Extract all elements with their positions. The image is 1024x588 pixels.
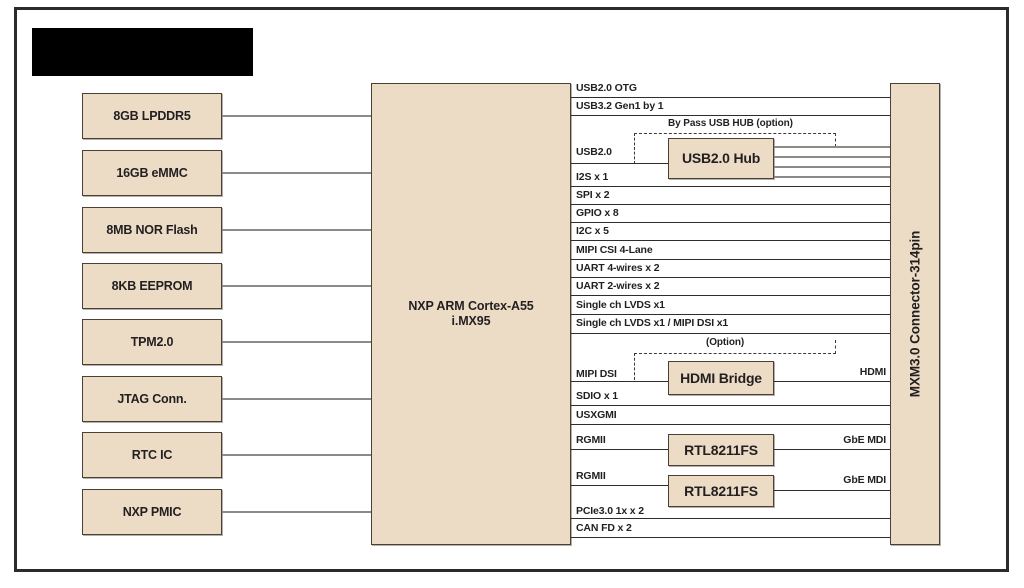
block-8gb-lpddr5[interactable]: 8GB LPDDR5: [82, 93, 222, 139]
block-label: TPM2.0: [130, 334, 174, 349]
connector-line-tpm: [222, 341, 371, 343]
block-usb20-hub[interactable]: USB2.0 Hub: [668, 138, 774, 179]
soc-label-line1: NXP ARM Cortex-A55: [408, 299, 534, 314]
block-rtl8211fs-1[interactable]: RTL8211FS: [668, 434, 774, 466]
connector-line-lpddr5: [222, 115, 371, 117]
signal-line-spi: [571, 204, 890, 206]
signal-line-mipi-dsi-in: [571, 381, 671, 383]
block-label: 8GB LPDDR5: [113, 108, 191, 123]
right-label-gbe-mdi-2: GbE MDI: [843, 474, 886, 486]
right-label-hdmi: HDMI: [859, 366, 886, 378]
signal-line-usb32-gen1: [571, 115, 890, 117]
annotation-option: (Option): [706, 337, 745, 348]
signal-line-lvds: [571, 314, 890, 316]
signal-line-uart-4wire: [571, 277, 890, 279]
connector-line-eeprom: [222, 285, 371, 287]
signal-label-pcie: PCIe3.0 1x x 2: [576, 505, 644, 517]
block-label: JTAG Conn.: [117, 391, 187, 406]
signal-label-i2c: I2C x 5: [576, 225, 609, 237]
block-label: NXP PMIC: [122, 504, 182, 519]
signal-label-mipi-dsi: MIPI DSI: [576, 368, 617, 380]
block-16gb-emmc[interactable]: 16GB eMMC: [82, 150, 222, 196]
signal-line-pcie: [571, 518, 890, 520]
signal-line-usb20-in: [571, 163, 671, 165]
soc-label-line2: i.MX95: [451, 314, 491, 328]
dashed-bypass-right: [835, 133, 836, 147]
signal-label-uart-4wire: UART 4-wires x 2: [576, 262, 660, 274]
signal-line-i2s: [571, 186, 890, 188]
block-label: 8MB NOR Flash: [106, 222, 198, 237]
hub-out-line-1: [774, 146, 890, 148]
signal-line-gbe-mdi-1: [774, 449, 890, 451]
dashed-bypass-left: [634, 133, 635, 164]
signal-label-rgmii-1: RGMII: [576, 434, 606, 446]
signal-line-uart-2wire: [571, 295, 890, 297]
block-rtc-ic[interactable]: RTC IC: [82, 432, 222, 478]
signal-line-usxgmi: [571, 424, 890, 426]
dashed-option-top: [634, 353, 836, 354]
connector-label: MXM3.0 Connector-314pin: [907, 230, 923, 398]
signal-label-mipi-csi: MIPI CSI 4-Lane: [576, 244, 653, 256]
hub-out-line-2: [774, 156, 890, 158]
hub-out-line-3: [774, 166, 890, 168]
signal-label-i2s: I2S x 1: [576, 171, 609, 183]
signal-line-gpio: [571, 222, 890, 224]
block-label: HDMI Bridge: [680, 369, 762, 386]
signal-label-usxgmi: USXGMI: [576, 409, 617, 421]
block-mxm3-connector[interactable]: MXM3.0 Connector-314pin: [890, 83, 940, 545]
signal-line-usb20-otg: [571, 97, 890, 99]
block-nxp-pmic[interactable]: NXP PMIC: [82, 489, 222, 535]
block-label: RTC IC: [131, 447, 173, 462]
signal-label-sdio: SDIO x 1: [576, 390, 618, 402]
dashed-option-right: [835, 340, 836, 354]
block-tpm20[interactable]: TPM2.0: [82, 319, 222, 365]
signal-line-canfd: [571, 537, 890, 539]
dashed-bypass-top: [634, 133, 836, 134]
signal-label-rgmii-2: RGMII: [576, 470, 606, 482]
block-hdmi-bridge[interactable]: HDMI Bridge: [668, 361, 774, 395]
connector-line-nor: [222, 229, 371, 231]
signal-label-lvds-mipi-dsi: Single ch LVDS x1 / MIPI DSI x1: [576, 317, 729, 329]
block-jtag-conn[interactable]: JTAG Conn.: [82, 376, 222, 422]
signal-label-uart-2wire: UART 2-wires x 2: [576, 280, 660, 292]
block-soc-imx95[interactable]: NXP ARM Cortex-A55 i.MX95: [371, 83, 571, 545]
connector-line-jtag: [222, 398, 371, 400]
redacted-title-block: [32, 28, 253, 76]
signal-line-hdmi-out: [774, 381, 890, 383]
signal-label-gpio: GPIO x 8: [576, 207, 619, 219]
hub-out-line-4: [774, 176, 890, 178]
signal-label-usb20-otg: USB2.0 OTG: [576, 82, 637, 94]
block-label: RTL8211FS: [684, 441, 758, 458]
signal-label-lvds: Single ch LVDS x1: [576, 299, 665, 311]
connector-line-emmc: [222, 172, 371, 174]
signal-line-i2c: [571, 240, 890, 242]
block-label: 8KB EEPROM: [111, 278, 193, 293]
block-label: RTL8211FS: [684, 482, 758, 499]
connector-line-pmic: [222, 511, 371, 513]
block-8mb-nor-flash[interactable]: 8MB NOR Flash: [82, 207, 222, 253]
signal-line-rgmii-2-in: [571, 485, 671, 487]
signal-line-gbe-mdi-2: [774, 490, 890, 492]
signal-label-spi: SPI x 2: [576, 189, 610, 201]
block-8kb-eeprom[interactable]: 8KB EEPROM: [82, 263, 222, 309]
signal-line-mipi-csi: [571, 259, 890, 261]
signal-label-canfd: CAN FD x 2: [576, 522, 632, 534]
block-label: USB2.0 Hub: [681, 150, 761, 167]
signal-label-usb20: USB2.0: [576, 146, 612, 158]
signal-line-sdio: [571, 405, 890, 407]
dashed-option-left: [634, 353, 635, 380]
signal-line-rgmii-1-in: [571, 449, 671, 451]
signal-label-usb32-gen1: USB3.2 Gen1 by 1: [576, 100, 664, 112]
connector-line-rtc: [222, 454, 371, 456]
signal-line-lvds-mipi-dsi: [571, 333, 890, 335]
block-label: 16GB eMMC: [116, 165, 188, 180]
right-label-gbe-mdi-1: GbE MDI: [843, 434, 886, 446]
annotation-bypass-usb-hub: By Pass USB HUB (option): [668, 118, 793, 129]
block-rtl8211fs-2[interactable]: RTL8211FS: [668, 475, 774, 507]
